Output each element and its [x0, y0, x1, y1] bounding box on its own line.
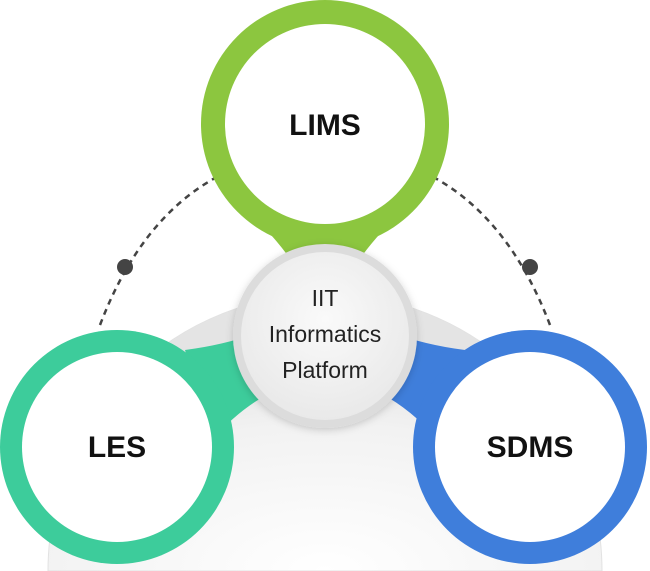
- node-lims: LIMS: [201, 0, 449, 275]
- node-les-label: LES: [88, 431, 146, 464]
- center-title-line-2: Informatics: [269, 321, 381, 347]
- node-sdms-label: SDMS: [487, 431, 574, 464]
- node-sdms: SDMS: [378, 330, 647, 564]
- center-hub-fill: [241, 252, 409, 420]
- center-title-line-3: Platform: [282, 357, 368, 383]
- center-title-line-1: IIT: [312, 285, 339, 311]
- node-lims-label: LIMS: [289, 109, 361, 142]
- connector-dot-right: [522, 259, 538, 275]
- node-les: LES: [0, 330, 272, 564]
- connector-dot-left: [117, 259, 133, 275]
- center-hub: [233, 244, 417, 428]
- connector-left: [98, 176, 216, 326]
- node-lims-inner: [225, 24, 425, 224]
- connector-right: [434, 176, 552, 326]
- node-les-inner: [22, 352, 212, 542]
- node-sdms-inner: [435, 352, 625, 542]
